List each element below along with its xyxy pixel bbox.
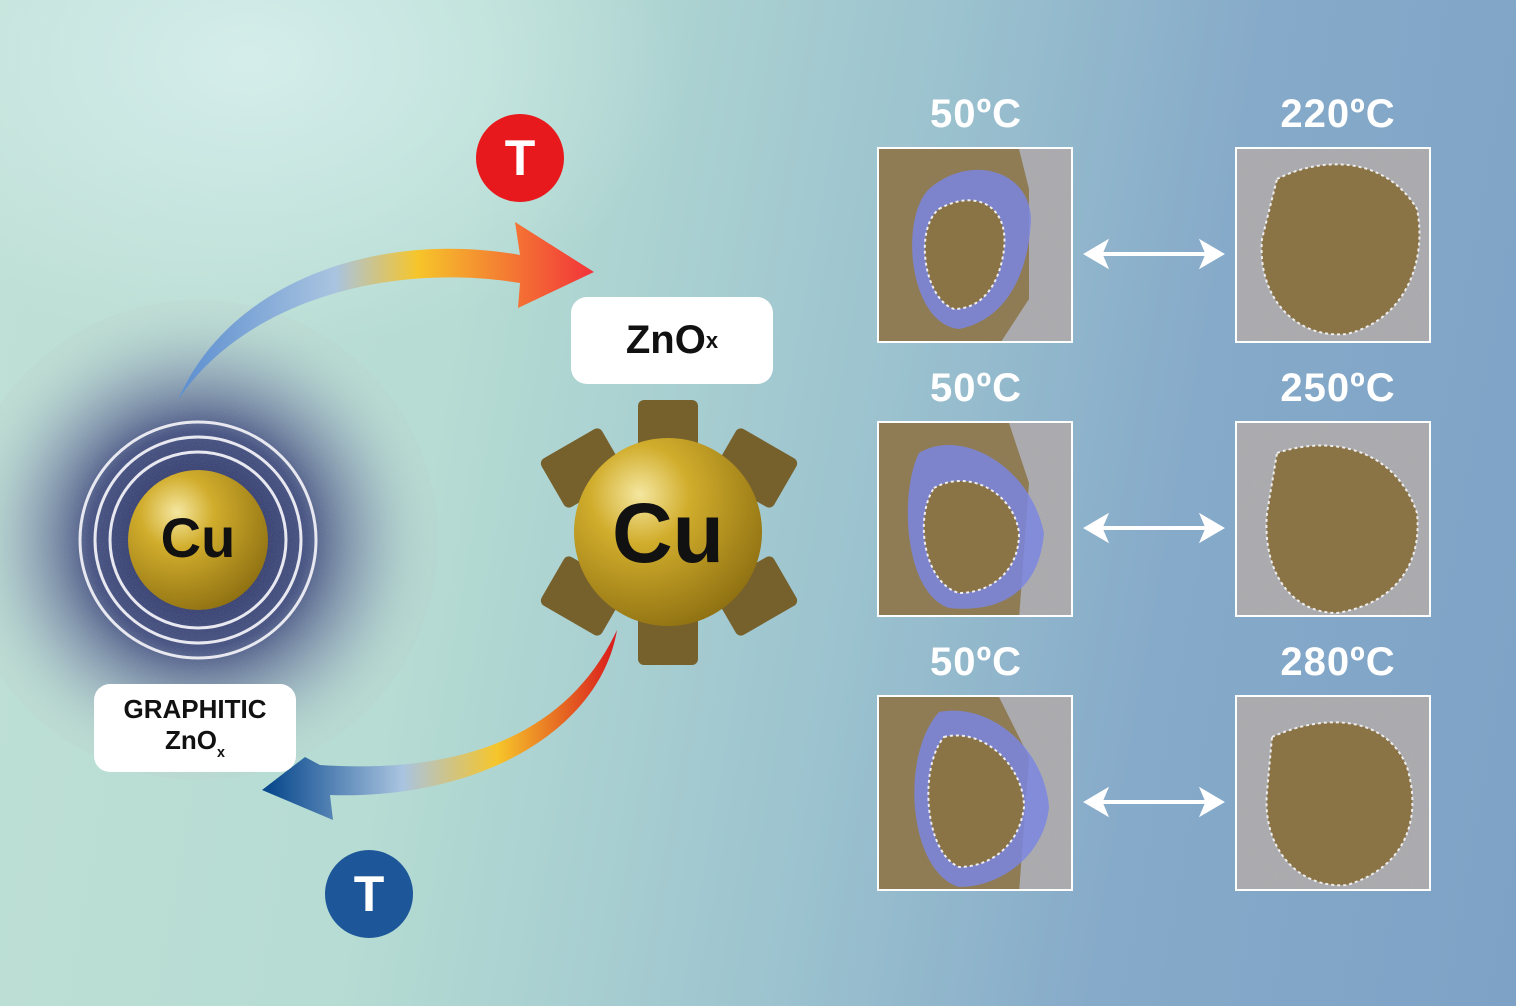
zno-subscript: x [705,327,719,353]
tem-image-row1-right [1235,147,1431,343]
heating-badge: T [476,114,564,202]
cooling-badge: T [325,850,413,938]
temp-label-row1-left: 50ºC [930,92,1022,136]
temp-label-row3-right: 280ºC [1280,640,1396,684]
temp-label-row3-left: 50ºC [930,640,1022,684]
left-cu-label: Cu [160,506,236,569]
center-cu-label: Cu [612,486,724,580]
tem-image-row2-left [877,421,1073,617]
temp-label-row1-right: 220ºC [1280,92,1396,136]
tem-image-row3-right [1235,695,1431,891]
graphitic-label: GRAPHITIC [123,693,267,724]
graphitic-zno-label: ZnO [165,725,218,756]
center-cu-particle [574,438,762,626]
temp-label-row2-right: 250ºC [1280,366,1396,410]
tem-image-row2-right [1235,421,1431,617]
tem-image-row3-left [877,695,1073,891]
graphitic-rings [78,420,318,660]
heating-arrow [178,222,594,400]
double-arrows [1083,238,1225,818]
cooling-arrow [262,630,617,820]
temp-label-row2-left: 50ºC [930,366,1022,410]
tem-image-row1-left [877,147,1073,343]
left-cu-particle [128,470,268,610]
zno-label: ZnO [625,318,706,362]
graphitic-label-box: GRAPHITIC ZnOx [94,684,296,772]
graphitic-zno-subscript: x [217,744,225,761]
